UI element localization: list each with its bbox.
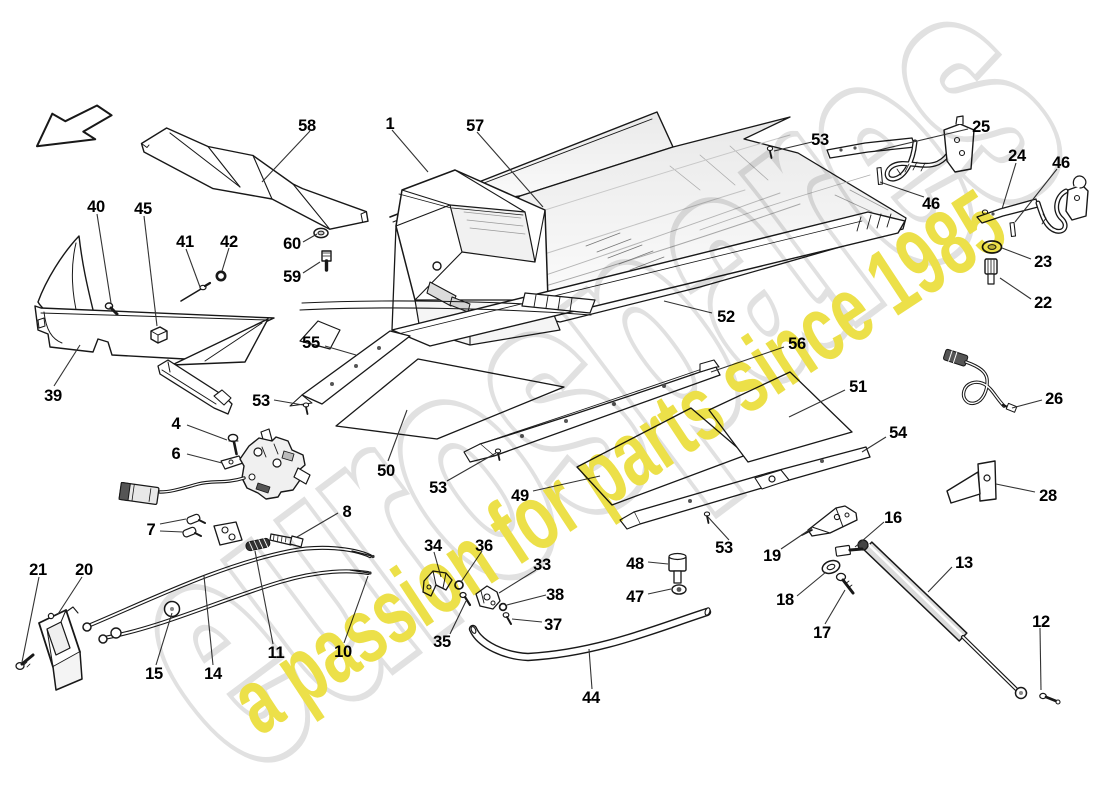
svg-text:49: 49	[511, 487, 529, 505]
svg-text:1: 1	[386, 115, 395, 133]
svg-text:18: 18	[776, 591, 794, 609]
svg-text:58: 58	[298, 117, 316, 135]
svg-text:44: 44	[582, 689, 601, 707]
svg-text:54: 54	[889, 424, 908, 442]
svg-text:53: 53	[252, 392, 270, 410]
svg-text:11: 11	[268, 644, 285, 662]
svg-text:42: 42	[220, 233, 238, 251]
svg-text:7: 7	[147, 521, 156, 539]
svg-text:35: 35	[433, 633, 451, 651]
svg-text:4: 4	[172, 415, 182, 433]
svg-text:6: 6	[172, 445, 181, 463]
svg-text:22: 22	[1034, 294, 1052, 312]
svg-text:12: 12	[1032, 613, 1050, 631]
svg-text:16: 16	[884, 509, 902, 527]
svg-text:23: 23	[1034, 253, 1052, 271]
svg-text:53: 53	[429, 479, 447, 497]
svg-text:52: 52	[717, 308, 735, 326]
svg-text:8: 8	[343, 503, 352, 521]
svg-text:60: 60	[283, 235, 301, 253]
svg-text:46: 46	[1052, 154, 1070, 172]
svg-text:20: 20	[75, 561, 93, 579]
svg-text:53: 53	[811, 131, 829, 149]
svg-text:40: 40	[87, 198, 105, 216]
svg-text:45: 45	[134, 200, 152, 218]
svg-text:46: 46	[922, 195, 940, 213]
svg-text:59: 59	[283, 268, 301, 286]
svg-text:21: 21	[29, 561, 47, 579]
svg-text:33: 33	[533, 556, 551, 574]
svg-text:48: 48	[626, 555, 644, 573]
svg-text:36: 36	[475, 537, 493, 555]
svg-text:57: 57	[466, 117, 484, 135]
svg-text:50: 50	[377, 462, 395, 480]
svg-text:55: 55	[302, 334, 320, 352]
svg-text:24: 24	[1008, 147, 1027, 165]
svg-text:51: 51	[849, 378, 867, 396]
svg-text:13: 13	[955, 554, 973, 572]
svg-text:10: 10	[334, 643, 352, 661]
svg-text:14: 14	[204, 665, 223, 683]
svg-text:25: 25	[972, 118, 990, 136]
svg-text:47: 47	[626, 588, 644, 606]
svg-text:19: 19	[763, 547, 781, 565]
svg-text:38: 38	[546, 586, 564, 604]
svg-text:56: 56	[788, 335, 806, 353]
svg-text:34: 34	[424, 537, 443, 555]
svg-text:53: 53	[715, 539, 733, 557]
svg-text:17: 17	[813, 624, 831, 642]
svg-text:26: 26	[1045, 390, 1063, 408]
svg-text:15: 15	[145, 665, 163, 683]
svg-text:41: 41	[176, 233, 194, 251]
svg-text:28: 28	[1039, 487, 1057, 505]
svg-text:39: 39	[44, 387, 62, 405]
svg-text:37: 37	[544, 616, 562, 634]
